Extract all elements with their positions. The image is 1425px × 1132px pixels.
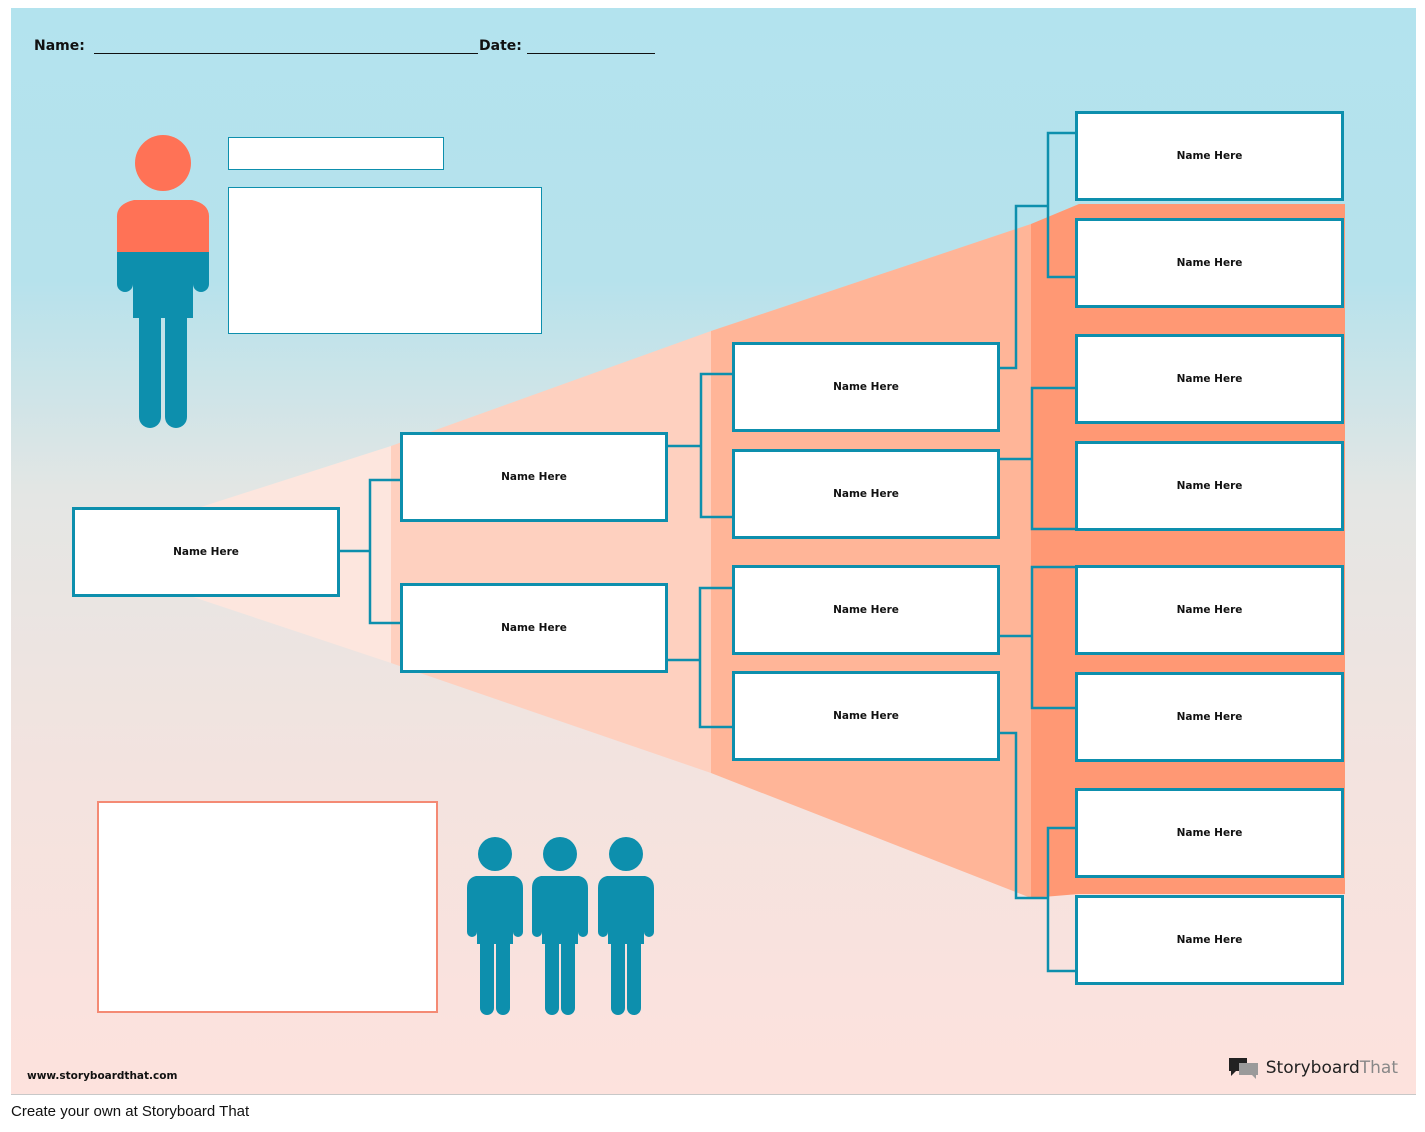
tree-node-gen1[interactable]: Name Here xyxy=(400,583,668,673)
credit-text[interactable]: Create your own at Storyboard That xyxy=(11,1103,250,1120)
footer-url[interactable]: www.storyboardthat.com xyxy=(27,1070,178,1082)
person-icon xyxy=(116,135,210,428)
tree-node-gen2[interactable]: Name Here xyxy=(732,565,1000,655)
tree-node-gen3[interactable]: Name Here xyxy=(1075,895,1344,985)
tree-node-gen3[interactable]: Name Here xyxy=(1075,788,1344,878)
group-person-1 xyxy=(467,837,523,1015)
date-line[interactable] xyxy=(526,39,655,54)
storyboard-logo[interactable]: StoryboardThat xyxy=(1228,1056,1398,1080)
name-line[interactable] xyxy=(93,39,478,54)
tree-node-gen3[interactable]: Name Here xyxy=(1075,218,1344,308)
logo-word-that: That xyxy=(1359,1058,1398,1078)
storyboard-logo-icon xyxy=(1228,1058,1258,1079)
tree-node-gen2[interactable]: Name Here xyxy=(732,449,1000,539)
person-title-box[interactable] xyxy=(228,137,444,170)
name-label: Name: xyxy=(34,38,85,54)
tree-node-gen3[interactable]: Name Here xyxy=(1075,672,1344,762)
group-person-3 xyxy=(598,837,654,1015)
tree-node-gen3[interactable]: Name Here xyxy=(1075,565,1344,655)
fan-segment-2 xyxy=(391,331,711,773)
tree-node-gen3[interactable]: Name Here xyxy=(1075,111,1344,201)
worksheet: Name: Date: Name Here Name Here Name Her… xyxy=(11,8,1416,1095)
date-field-row: Date: xyxy=(479,38,655,54)
logo-word-storyboard: Storyboard xyxy=(1265,1058,1360,1078)
date-label: Date: xyxy=(479,38,522,54)
siblings-notes-box[interactable] xyxy=(97,801,438,1013)
storyboard-logo-text: StoryboardThat xyxy=(1266,1058,1398,1078)
name-field-row: Name: xyxy=(34,38,478,54)
tree-node-gen3[interactable]: Name Here xyxy=(1075,334,1344,424)
tree-node-gen2[interactable]: Name Here xyxy=(732,342,1000,432)
fan-segment-3 xyxy=(711,224,1031,898)
tree-node-gen2[interactable]: Name Here xyxy=(732,671,1000,761)
tree-node-gen1[interactable]: Name Here xyxy=(400,432,668,522)
person-notes-box[interactable] xyxy=(228,187,542,334)
tree-node-gen3[interactable]: Name Here xyxy=(1075,441,1344,531)
group-icon xyxy=(467,837,654,1015)
group-person-2 xyxy=(532,837,588,1015)
tree-node-root[interactable]: Name Here xyxy=(72,507,340,597)
connector-lines xyxy=(340,131,1076,973)
